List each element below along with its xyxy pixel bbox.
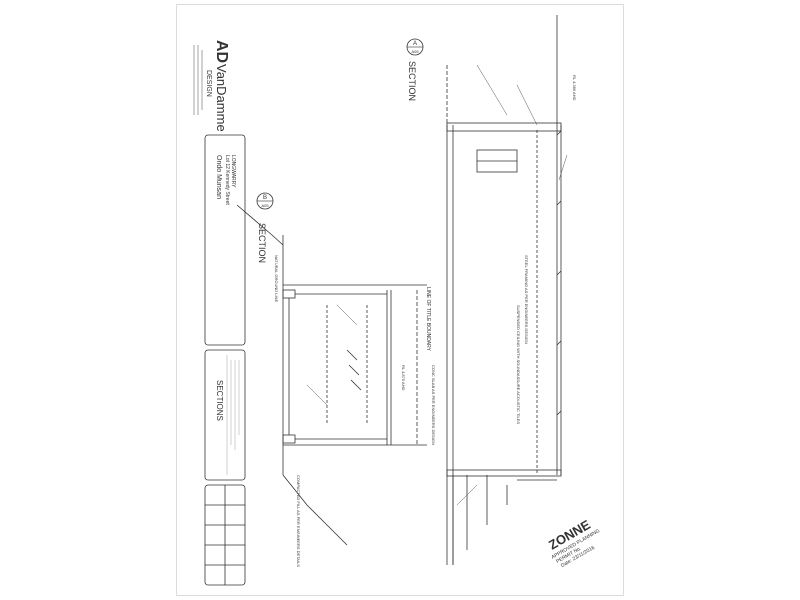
project-address-1: Lot 12 Kennedy Street [224,155,230,205]
logo-name: VanDamme [214,64,229,132]
leader-lines [306,64,568,506]
note-line-of-title: LINE OF TITLE BOUNDARY [425,287,431,352]
drawing-title: SECTIONS [215,380,224,421]
drawing-sheet: AD VanDamme DESIGN Ondo Munsan Lot 12 Ke… [176,4,624,596]
rl-a-label: RL 4.380 AHD [572,75,577,101]
title-block-rows [226,355,240,475]
note-conc-slab: CONC SLAB AS PER ENGINEERS DESIGN [431,365,436,445]
project-info: Ondo Munsan Lot 12 Kennedy Street LONGWA… [215,155,236,205]
section-a-sheet: A05 [411,49,419,54]
logo-mark: AD [213,40,230,63]
annotation-notes: LINE OF TITLE BOUNDARY NATURAL GROUND LI… [274,75,577,567]
title-block [204,134,246,586]
drawing-title-group: SECTIONS [215,380,224,421]
note-steel-framing: STEEL FRAMING AS PER ENGINEERS DESIGN [524,255,529,344]
firm-logo: AD VanDamme DESIGN [205,40,230,132]
section-a [446,15,562,565]
section-a-label: A A05 SECTION [406,38,424,101]
approval-stamp: ZONNE APPROVED PLANNING PERMIT No. Date:… [546,517,601,569]
project-name: Ondo Munsan [215,155,222,199]
section-b-letter: B [263,195,267,201]
section-a-letter: A [413,41,417,47]
section-b-label: B A05 SECTION [256,192,274,263]
firm-address-lines [193,45,203,115]
section-b-sheet: A05 [261,203,269,208]
section-b [236,204,427,546]
section-a-title: SECTION [407,61,417,101]
note-natural-ground: NATURAL GROUND LINE [274,255,279,302]
project-address-2: LONGWARRY [230,155,236,188]
section-b-title: SECTION [257,223,267,263]
architectural-drawing: AD VanDamme DESIGN Ondo Munsan Lot 12 Ke… [193,15,601,586]
note-compacted-fill: COMPACTED FILL AS PER ENGINEERS DETAILS [296,475,301,567]
note-suspended-ceiling: SUSPENDED CEILING WITH SOUNDASSURE ACOUS… [516,305,521,424]
rl-b-label: RL 4.870 AHD [401,365,406,391]
logo-sub: DESIGN [205,70,212,97]
